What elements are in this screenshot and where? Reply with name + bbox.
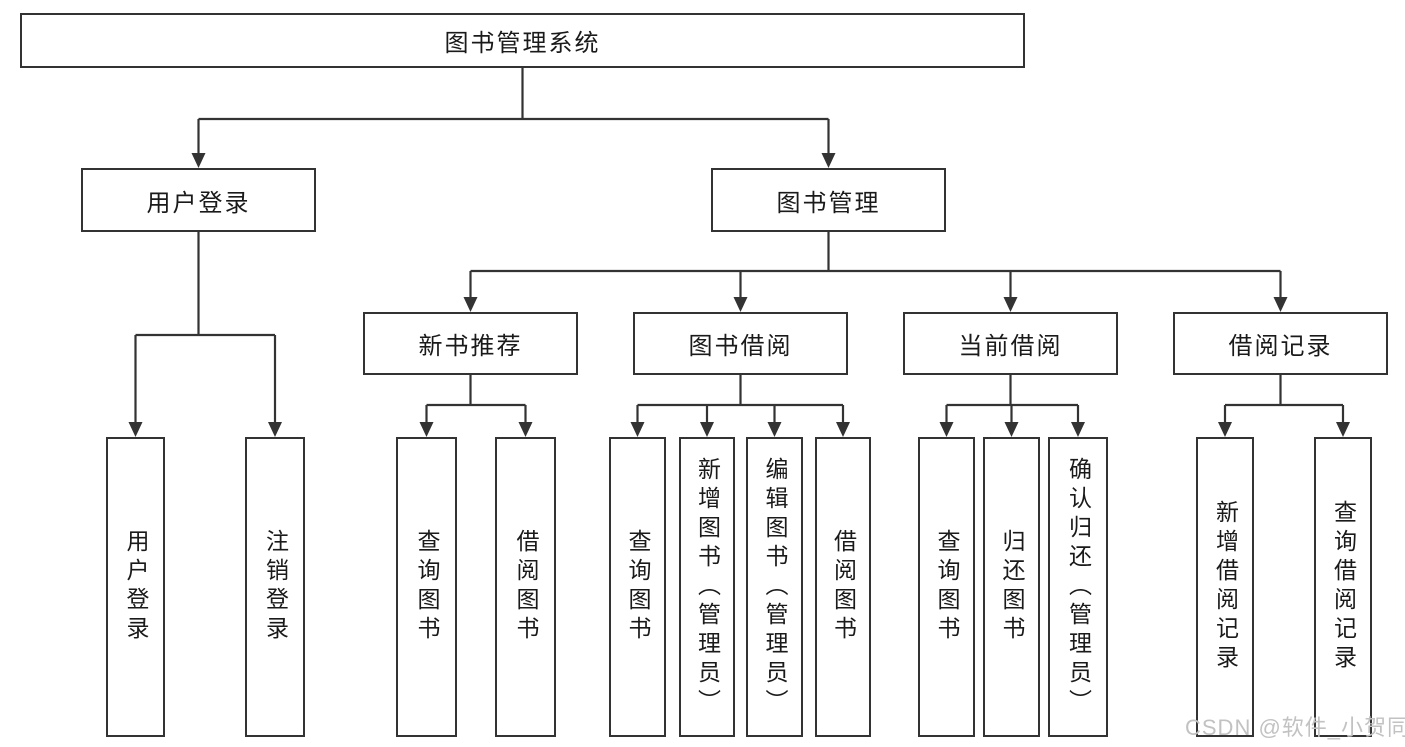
leaf-borrow-borrow-books: 借阅图书 xyxy=(815,437,871,737)
arrowhead-icon xyxy=(836,422,850,437)
arrowhead-icon xyxy=(191,153,206,168)
arrowhead-icon xyxy=(128,422,143,437)
arrowhead-icon xyxy=(463,297,478,312)
arrowhead-icon xyxy=(700,422,714,437)
arrowhead-icon xyxy=(821,153,836,168)
arrowhead-icon xyxy=(268,422,282,437)
arrowhead-icon xyxy=(518,422,533,437)
branch-root xyxy=(197,68,830,154)
leaf-user-login: 用户登录 xyxy=(106,437,165,737)
arrowhead-icon xyxy=(1218,422,1232,437)
node-book-management: 图书管理 xyxy=(711,168,946,232)
leaf-newbook-query-books: 查询图书 xyxy=(396,437,457,737)
arrowhead-icon xyxy=(1003,297,1018,312)
node-borrow-records: 借阅记录 xyxy=(1173,312,1388,375)
arrowhead-icon xyxy=(1273,297,1288,312)
branch-new-book xyxy=(425,375,527,423)
leaf-records-query-record: 查询借阅记录 xyxy=(1314,437,1372,737)
leaf-borrow-query-books: 查询图书 xyxy=(609,437,666,737)
branch-book-management xyxy=(469,232,1282,298)
leaf-current-query-books: 查询图书 xyxy=(918,437,975,737)
watermark: CSDN @软件_小贺同学 xyxy=(1185,715,1405,740)
arrowhead-icon xyxy=(1004,422,1019,437)
node-user-login: 用户登录 xyxy=(81,168,316,232)
branch-borrow-records xyxy=(1223,375,1345,423)
node-new-book-recommend: 新书推荐 xyxy=(363,312,578,375)
arrowhead-icon xyxy=(939,422,954,437)
branch-current-borrow xyxy=(945,375,1080,423)
branch-book-borrow xyxy=(636,375,845,423)
leaf-newbook-borrow-books: 借阅图书 xyxy=(495,437,556,737)
arrowhead-icon xyxy=(1071,422,1085,437)
leaf-borrow-add-books-admin: 新增图书（管理员） xyxy=(679,437,735,737)
arrowhead-icon xyxy=(630,422,645,437)
arrowhead-icon xyxy=(767,422,782,437)
arrowhead-icon xyxy=(733,297,748,312)
node-root: 图书管理系统 xyxy=(20,13,1025,68)
node-book-borrow: 图书借阅 xyxy=(633,312,848,375)
arrowhead-icon xyxy=(1336,422,1350,437)
arrowhead-icon xyxy=(419,422,434,437)
branch-user-login xyxy=(134,232,277,423)
leaf-records-add-record: 新增借阅记录 xyxy=(1196,437,1254,737)
leaf-current-confirm-return-admin: 确认归还（管理员） xyxy=(1048,437,1108,737)
leaf-logout-login: 注销登录 xyxy=(245,437,305,737)
leaf-borrow-edit-books-admin: 编辑图书（管理员） xyxy=(746,437,803,737)
node-current-borrow: 当前借阅 xyxy=(903,312,1118,375)
leaf-current-return-books: 归还图书 xyxy=(983,437,1040,737)
